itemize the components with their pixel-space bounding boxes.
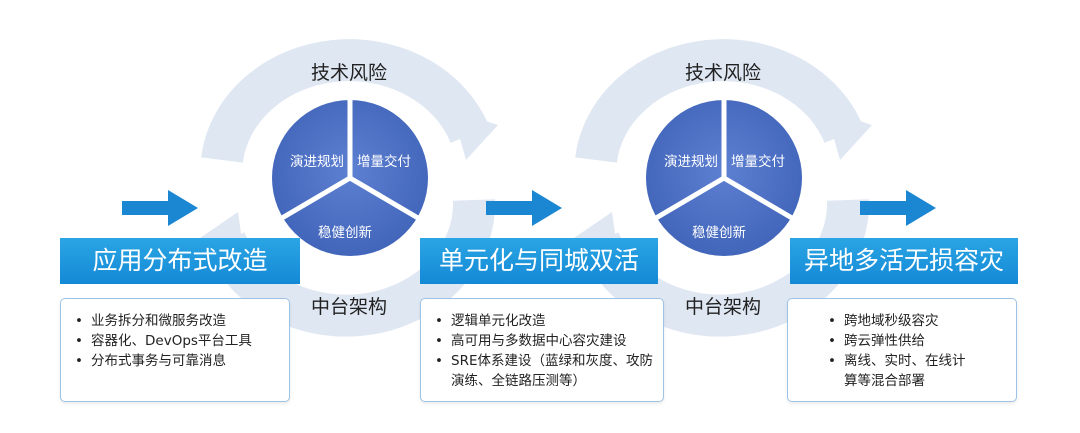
cycle-2-segment-bottom: 稳健创新: [692, 225, 746, 241]
cycle-circle-1: [272, 94, 428, 256]
cycle-circle-2: [646, 94, 802, 256]
flow-arrow-icon: [860, 190, 936, 226]
cycle-1-segment-bottom: 稳健创新: [318, 225, 372, 241]
list-item: 逻辑单元化改造: [435, 311, 653, 331]
stage-1-box: 业务拆分和微服务改造 容器化、DevOps平台工具 分布式事务与可靠消息: [60, 298, 290, 402]
stage-2-list: 逻辑单元化改造 高可用与多数据中心容灾建设 SRE体系建设（蓝绿和灰度、攻防演练…: [421, 299, 663, 391]
cycle-2-segment-left: 演进规划: [664, 154, 718, 170]
stage-3-title: 异地多活无损容灾: [790, 238, 1018, 284]
list-item: 业务拆分和微服务改造: [75, 311, 279, 331]
flow-arrow-icon: [486, 190, 562, 226]
list-item: 跨云弹性供给: [828, 331, 976, 351]
stage-1-title: 应用分布式改造: [60, 238, 300, 284]
cycle-1-bottom-label: 中台架构: [311, 296, 388, 318]
list-item: 跨地域秒级容灾: [828, 311, 976, 331]
list-item: 容器化、DevOps平台工具: [75, 331, 279, 351]
stage-2-title: 单元化与同城双活: [420, 238, 658, 284]
list-item: SRE体系建设（蓝绿和灰度、攻防演练、全链路压测等）: [435, 351, 653, 391]
cycle-1-segment-left: 演进规划: [290, 154, 344, 170]
stage-2-box: 逻辑单元化改造 高可用与多数据中心容灾建设 SRE体系建设（蓝绿和灰度、攻防演练…: [420, 298, 664, 402]
cycle-2-top-label: 技术风险: [685, 62, 762, 84]
list-item: 分布式事务与可靠消息: [75, 351, 279, 371]
stage-1-list: 业务拆分和微服务改造 容器化、DevOps平台工具 分布式事务与可靠消息: [61, 299, 289, 371]
cycle-2-bottom-label: 中台架构: [685, 296, 762, 318]
cycle-2-segment-right: 增量交付: [731, 154, 785, 170]
stage-3-list: 跨地域秒级容灾 跨云弹性供给 离线、实时、在线计算等混合部署: [788, 299, 1016, 391]
cycle-1-top-label: 技术风险: [311, 62, 388, 84]
flow-arrow-icon: [122, 190, 198, 226]
stage-3-box: 跨地域秒级容灾 跨云弹性供给 离线、实时、在线计算等混合部署: [787, 298, 1017, 402]
cycle-1-segment-right: 增量交付: [357, 154, 411, 170]
list-item: 离线、实时、在线计算等混合部署: [828, 351, 976, 391]
list-item: 高可用与多数据中心容灾建设: [435, 331, 653, 351]
